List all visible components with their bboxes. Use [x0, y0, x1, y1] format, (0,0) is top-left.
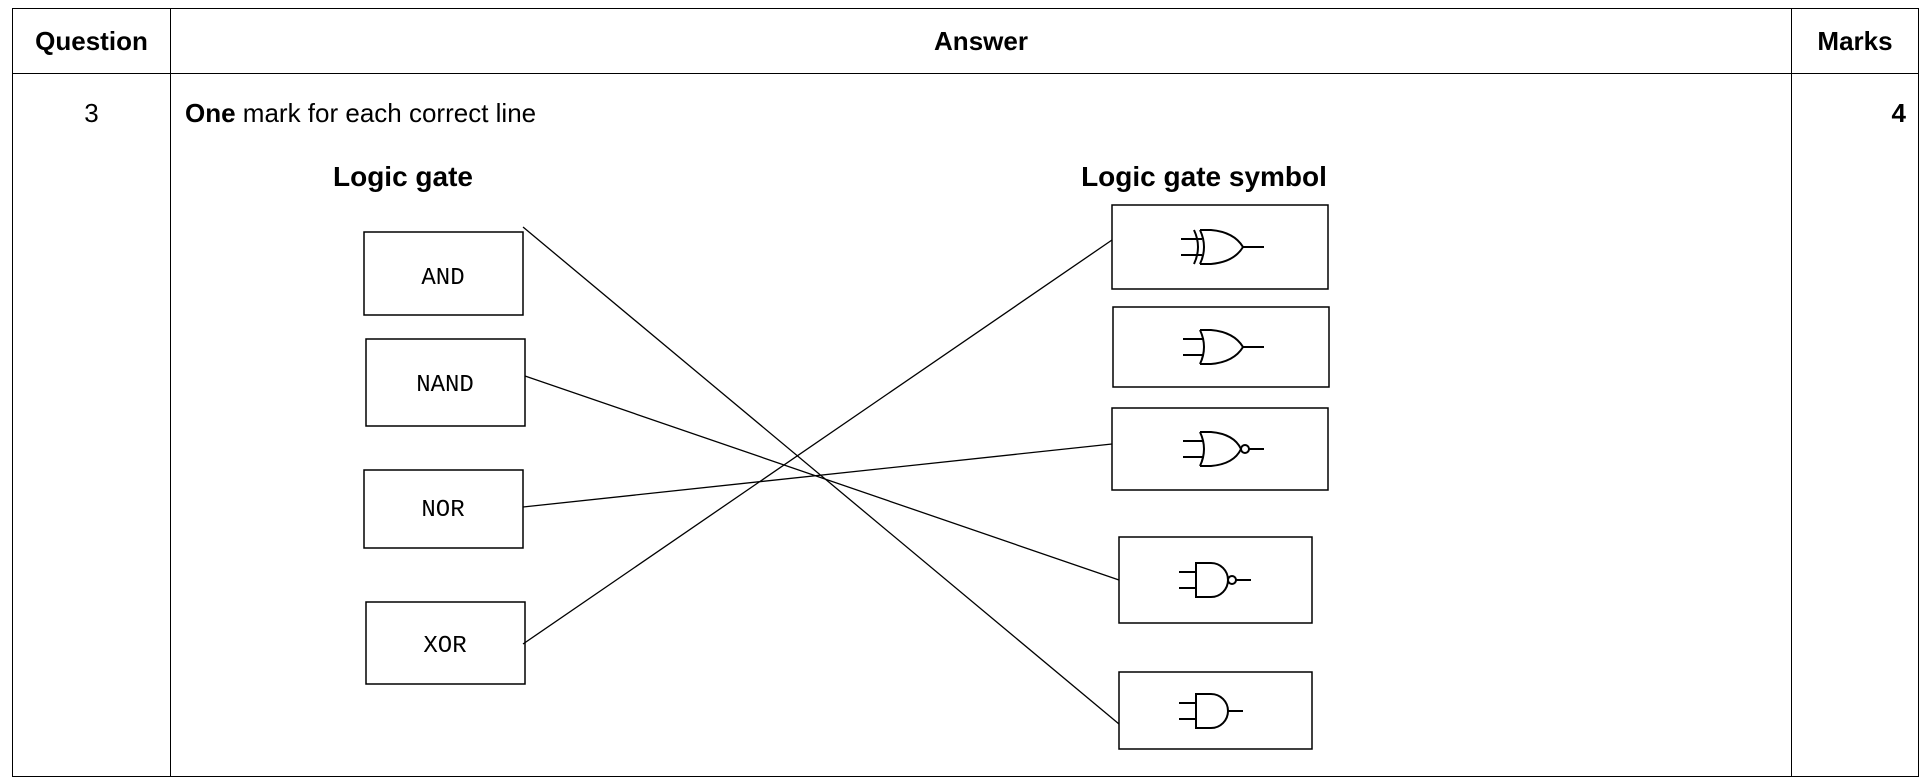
gate-box-nand: NAND: [365, 338, 526, 427]
symbol-box-frame: [1111, 407, 1329, 491]
gate-box-and: AND: [363, 231, 524, 316]
logic-gate-symbol-heading: Logic gate symbol: [1081, 161, 1327, 192]
symbol-box-frame: [1111, 204, 1329, 290]
marks-cell: 4: [1791, 73, 1919, 777]
line-xor-to-xor-symbol: [522, 239, 1113, 645]
nor-gate-symbol: [1111, 407, 1329, 491]
answer-header: Answer: [170, 8, 1792, 74]
marks-header: Marks: [1791, 8, 1919, 74]
instruction-emphasis: One: [185, 98, 236, 128]
gate-label-nor: NOR: [421, 497, 464, 524]
question-header: Question: [12, 8, 171, 74]
or-gate-icon: [1183, 329, 1264, 365]
logic-gate-heading: Logic gate: [333, 161, 473, 192]
line-nand-to-nand-symbol: [524, 375, 1120, 581]
gate-label-xor: XOR: [423, 633, 466, 660]
logic-gate-matching-diagram: Logic gate Logic gate symbol AND NAND NO…: [333, 161, 1330, 750]
or-gate-symbol: [1112, 306, 1330, 388]
instruction-text: mark for each correct line: [235, 98, 537, 128]
gate-label-and: AND: [421, 265, 464, 292]
nor-gate-icon: [1183, 431, 1264, 467]
gate-box-frame: [365, 338, 526, 427]
matching-lines: [522, 226, 1120, 725]
line-nor-to-nor-symbol: [522, 443, 1113, 508]
gate-box-frame: [363, 469, 524, 549]
answer-cell: One mark for each correct line Logic gat…: [170, 73, 1792, 777]
gate-label-nand: NAND: [416, 372, 474, 399]
gate-box-nor: NOR: [363, 469, 524, 549]
xor-gate-icon: [1181, 229, 1264, 265]
nand-gate-symbol: [1118, 536, 1313, 624]
answer-row: 3 One mark for each correct line Logic g…: [12, 73, 1919, 777]
marks-value: 4: [1891, 98, 1906, 128]
xor-gate-symbol: [1111, 204, 1329, 290]
nand-gate-icon: [1179, 562, 1251, 598]
mark-scheme-table-wrapper: Question Answer Marks 3 One mark for eac…: [12, 8, 1919, 777]
symbol-box-frame: [1112, 306, 1330, 388]
marking-instruction: One mark for each correct line: [185, 98, 536, 129]
symbol-box-frame: [1118, 536, 1313, 624]
symbol-box-frame: [1118, 671, 1313, 750]
and-gate-icon: [1179, 693, 1243, 729]
mark-scheme-table: Question Answer Marks 3 One mark for eac…: [12, 8, 1919, 777]
question-number: 3: [84, 98, 99, 128]
gate-box-xor: XOR: [365, 601, 526, 685]
and-gate-symbol: [1118, 671, 1313, 750]
gate-box-frame: [363, 231, 524, 316]
header-row: Question Answer Marks: [12, 8, 1919, 74]
question-number-cell: 3: [12, 73, 171, 777]
